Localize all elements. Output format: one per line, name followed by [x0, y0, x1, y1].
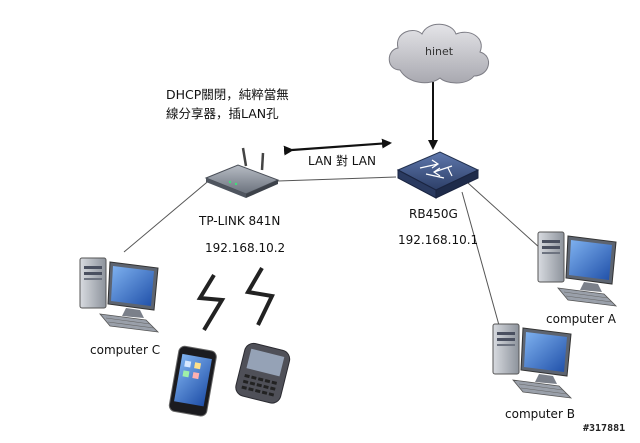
image-id-tag: #317881	[583, 423, 626, 434]
cloud-label: hinet	[425, 45, 454, 58]
smartphone-icon	[168, 345, 217, 417]
link-ap-computer-c	[123, 177, 213, 253]
link-router-computer-a	[467, 182, 541, 249]
computer-c-label: computer C	[90, 343, 161, 357]
tplink-ip: 192.168.10.2	[205, 241, 286, 255]
wireless-signal-icon	[244, 266, 275, 326]
rb450g-name: RB450G	[409, 207, 458, 221]
wireless-signal-icon	[196, 273, 226, 332]
computer-a-label: computer A	[546, 312, 616, 326]
desktop-computer-icon	[492, 323, 572, 399]
note-text: DHCP關閉，純粹當無 線分享器，插LAN孔	[166, 85, 289, 123]
qwerty-phone-icon	[235, 342, 291, 404]
desktop-computer-icon	[537, 231, 617, 307]
router-tplink-icon	[204, 147, 280, 198]
tplink-name: TP-LINK 841N	[199, 214, 281, 228]
router-rb450g-icon	[396, 151, 480, 199]
desktop-computer-icon	[79, 257, 159, 333]
computer-b-label: computer B	[505, 407, 575, 421]
rb450g-ip: 192.168.10.1	[398, 233, 479, 247]
link-lan-to-lan-arrow	[283, 138, 392, 156]
note-line-2: 線分享器，插LAN孔	[166, 106, 279, 121]
link-router-computer-b	[461, 191, 503, 337]
lan-link-label: LAN 對 LAN	[308, 154, 376, 168]
cloud-icon	[388, 23, 489, 84]
note-line-1: DHCP關閉，純粹當無	[166, 87, 289, 102]
link-ap-router	[277, 176, 397, 182]
